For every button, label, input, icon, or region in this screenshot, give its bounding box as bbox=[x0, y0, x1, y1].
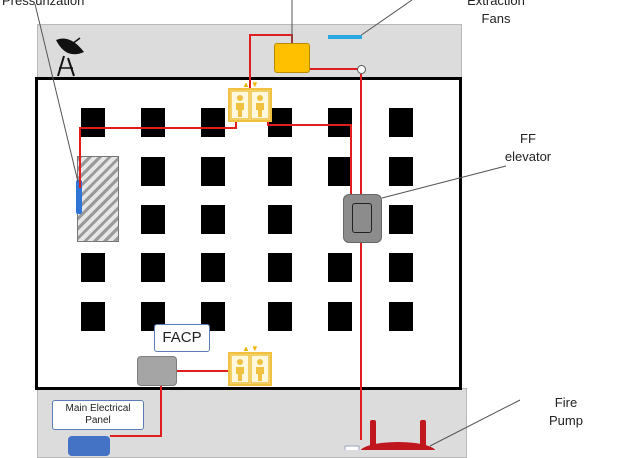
window bbox=[141, 157, 165, 186]
window bbox=[268, 108, 292, 137]
window bbox=[81, 302, 105, 331]
up-down-arrows-icon: ▲▼ bbox=[242, 80, 260, 89]
people-icon bbox=[230, 90, 270, 120]
pressurization-leader bbox=[34, 3, 79, 183]
window bbox=[268, 302, 292, 331]
pressurization-label: Pressurization bbox=[2, 0, 85, 8]
window bbox=[328, 108, 352, 137]
ff-elevator-icon bbox=[343, 194, 382, 243]
elevator-people-icon: ▲▼ bbox=[228, 344, 272, 386]
extraction-fans-label: Extraction Fans bbox=[467, 0, 525, 26]
window bbox=[268, 253, 292, 282]
ff-elevator-door bbox=[352, 203, 372, 233]
window bbox=[141, 108, 165, 137]
ff-elevator-label: FF elevator bbox=[504, 131, 552, 164]
ff-elevator-leader bbox=[381, 165, 507, 199]
window bbox=[201, 205, 225, 234]
up-down-arrows-icon: ▲▼ bbox=[242, 344, 260, 353]
valve-icon bbox=[357, 65, 366, 74]
window bbox=[268, 205, 292, 234]
facp-label: FACP bbox=[154, 324, 210, 352]
fire-pump-label: Fire Pump bbox=[549, 395, 583, 428]
window bbox=[389, 157, 413, 186]
window bbox=[389, 205, 413, 234]
people-icon bbox=[230, 354, 270, 384]
window bbox=[328, 253, 352, 282]
elevator-people-icon: ▲▼ bbox=[228, 80, 272, 122]
fire-pump-leader bbox=[429, 399, 521, 447]
ff-elevator-pipe bbox=[267, 104, 352, 194]
window bbox=[268, 157, 292, 186]
main-electrical-panel-unit bbox=[68, 436, 110, 456]
window bbox=[201, 253, 225, 282]
window bbox=[81, 253, 105, 282]
pressurization-pipe bbox=[79, 104, 237, 188]
window bbox=[389, 108, 413, 137]
main-electrical-panel-label: Main Electrical Panel bbox=[52, 400, 144, 430]
window bbox=[141, 205, 165, 234]
extraction-fan-unit bbox=[274, 43, 310, 73]
window bbox=[328, 157, 352, 186]
panel-pipe bbox=[110, 386, 162, 437]
window bbox=[389, 253, 413, 282]
window bbox=[201, 108, 225, 137]
facp-unit bbox=[137, 356, 177, 386]
window bbox=[201, 157, 225, 186]
window bbox=[328, 302, 352, 331]
satellite-dish-icon bbox=[56, 37, 84, 77]
window bbox=[389, 302, 413, 331]
extraction-fan-icon bbox=[328, 35, 362, 39]
window bbox=[81, 108, 105, 137]
extraction-leader-b bbox=[359, 0, 413, 37]
pressurization-fan-icon bbox=[76, 180, 82, 214]
window bbox=[141, 253, 165, 282]
fire-pump-icon bbox=[344, 420, 436, 450]
